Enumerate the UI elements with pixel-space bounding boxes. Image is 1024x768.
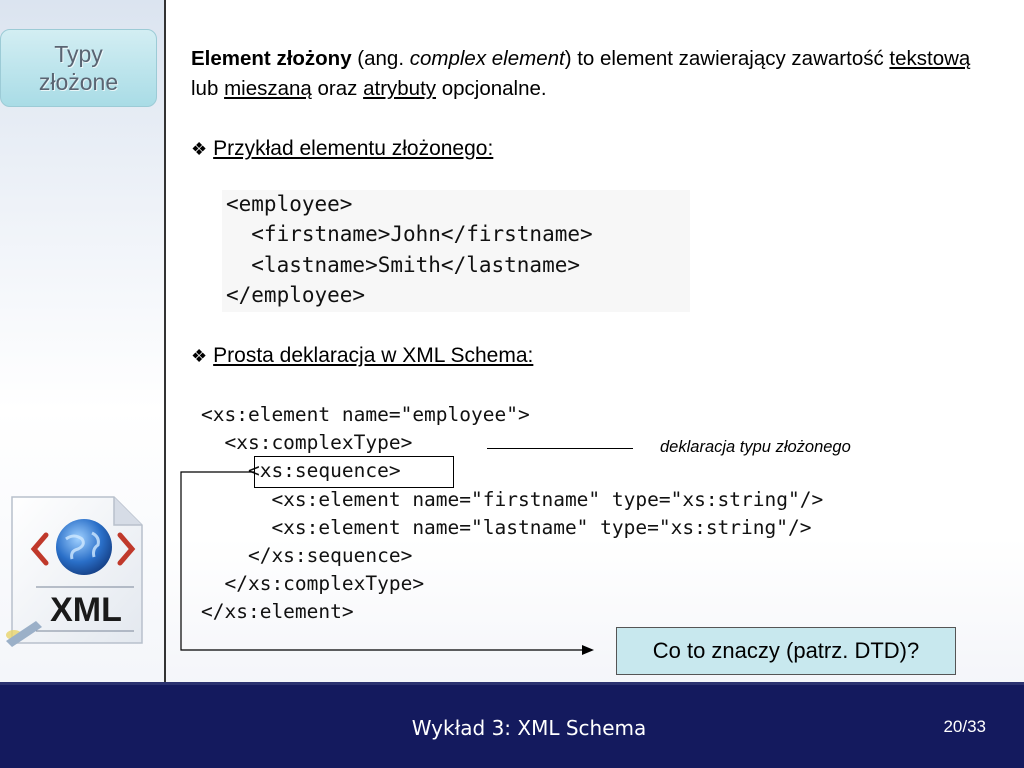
code-line: </xs:element> xyxy=(201,600,354,624)
code-line: <xs:element name="employee"> xyxy=(201,403,530,426)
vertical-divider xyxy=(164,0,166,682)
question-callout: Co to znaczy (patrz. DTD)? xyxy=(616,627,956,675)
example-code-block: <employee> <firstname>John</firstname> <… xyxy=(226,189,593,310)
svg-text:XML: XML xyxy=(50,591,122,629)
footer-title: Wykład 3: XML Schema xyxy=(411,716,647,740)
code-line: </xs:complexType> xyxy=(201,572,425,596)
term-bold: Element złożony xyxy=(191,47,352,70)
bullet-schema: ❖Prosta deklaracja w XML Schema: xyxy=(191,344,533,368)
code-line: <employee> xyxy=(226,192,353,216)
text-span: opcjonalne. xyxy=(436,77,547,100)
bullet-label: Przykład elementu złożonego: xyxy=(213,137,494,160)
code-line: <xs:element name="firstname" type="xs:st… xyxy=(201,487,824,511)
code-line: </xs:sequence> xyxy=(201,544,413,568)
link-attributes: atrybuty xyxy=(363,77,437,100)
sequence-highlight-box xyxy=(254,456,454,488)
definition-paragraph: Element złożony (ang. complex element) t… xyxy=(191,44,991,104)
topic-label: Typy złożone xyxy=(0,29,157,107)
code-line: <lastname>Smith</lastname> xyxy=(226,252,581,277)
bullet-label: Prosta deklaracja w XML Schema: xyxy=(213,344,534,367)
bullet-example: ❖Przykład elementu złożonego: xyxy=(191,137,493,161)
text-span: (ang. xyxy=(351,47,410,70)
page-number: 20/33 xyxy=(943,717,986,736)
annotation-label: deklaracja typu złożonego xyxy=(660,438,851,456)
code-line: </employee> xyxy=(226,282,366,307)
diamond-bullet-icon: ❖ xyxy=(191,139,208,159)
code-line: <firstname>John</firstname> xyxy=(226,222,593,247)
text-span: ) to element zawierający zawartość xyxy=(564,47,890,70)
schema-code-block: <xs:element name="employee"> <xs:complex… xyxy=(201,401,823,627)
link-textual: tekstową xyxy=(889,47,971,70)
annotation-line xyxy=(487,448,633,449)
text-span: oraz xyxy=(311,77,364,100)
footer-bar: Wykład 3: XML Schema 20/33 xyxy=(0,682,1024,768)
code-line: <xs:element name="lastname" type="xs:str… xyxy=(201,515,812,539)
link-mixed: mieszaną xyxy=(224,77,312,100)
xml-file-icon: XML xyxy=(2,495,160,647)
code-line: <xs:complexType> xyxy=(201,431,413,455)
term-english: complex element xyxy=(409,47,565,70)
example-code-background xyxy=(222,190,690,312)
text-span: lub xyxy=(191,77,225,100)
diamond-bullet-icon: ❖ xyxy=(191,346,208,366)
